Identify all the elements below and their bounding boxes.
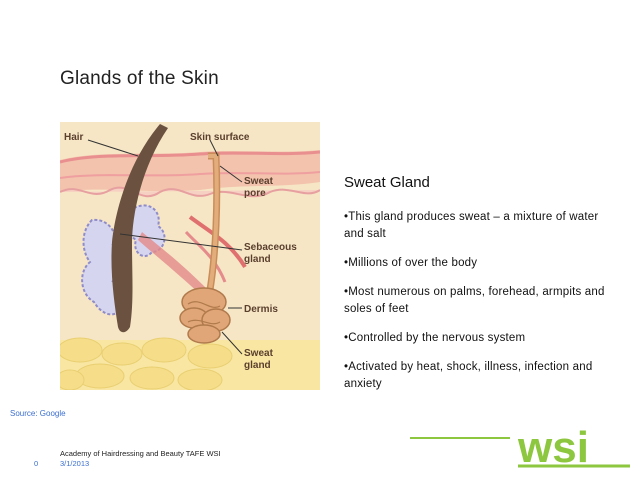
blood-vessel — [188, 215, 247, 269]
fat-layer — [60, 337, 320, 390]
skin-surface-line — [60, 150, 320, 164]
leader-lines — [87, 139, 243, 355]
label-sweat-pore-line1: Sweat — [244, 176, 274, 187]
wsi-logo-graphic: wsi — [410, 423, 630, 472]
hair-shaft — [111, 124, 168, 333]
epidermis-layer — [60, 150, 320, 192]
label-sweat-gland-line2: gland — [244, 360, 271, 371]
blood-vessel-2 — [184, 230, 227, 283]
epidermis-inner-line — [60, 171, 320, 179]
source-credit: Source: Google — [10, 409, 66, 418]
skin-glands-diagram: Hair Skin surface Sweat pore Sebaceous g… — [60, 122, 320, 390]
bullet-item: •Activated by heat, shock, illness, infe… — [344, 361, 593, 390]
label-sweat-gland-line1: Sweat — [244, 348, 274, 359]
label-sebaceous-line1: Sebaceous — [244, 242, 297, 253]
label-hair: Hair — [64, 132, 84, 143]
label-sweat-pore-line2: pore — [244, 188, 266, 199]
bullet-item: •Millions of over the body — [344, 257, 478, 269]
wsi-logo: wsi — [410, 418, 630, 475]
content-panel: Sweat Gland •This gland produces sweat –… — [344, 174, 614, 405]
label-skin-surface: Skin surface — [190, 132, 250, 143]
footer-organization: Academy of Hairdressing and Beauty TAFE … — [60, 449, 221, 458]
label-sebaceous-line2: gland — [244, 254, 271, 265]
skin-cross-section-illustration: Hair Skin surface Sweat pore Sebaceous g… — [60, 122, 320, 390]
sweat-gland-coil — [179, 287, 231, 344]
footer-date: 3/1/2013 — [60, 459, 90, 468]
slide-number: 0 — [34, 459, 39, 468]
bullet-item: •Most numerous on palms, forehead, armpi… — [344, 286, 605, 315]
content-heading: Sweat Gland — [344, 174, 430, 191]
bullet-item: •This gland produces sweat – a mixture o… — [344, 211, 599, 240]
bullet-item: •Controlled by the nervous system — [344, 332, 526, 344]
logo-text: wsi — [517, 423, 589, 470]
slide-title: Glands of the Skin — [60, 68, 219, 89]
arrector-muscle — [138, 232, 208, 296]
label-dermis: Dermis — [244, 304, 278, 315]
